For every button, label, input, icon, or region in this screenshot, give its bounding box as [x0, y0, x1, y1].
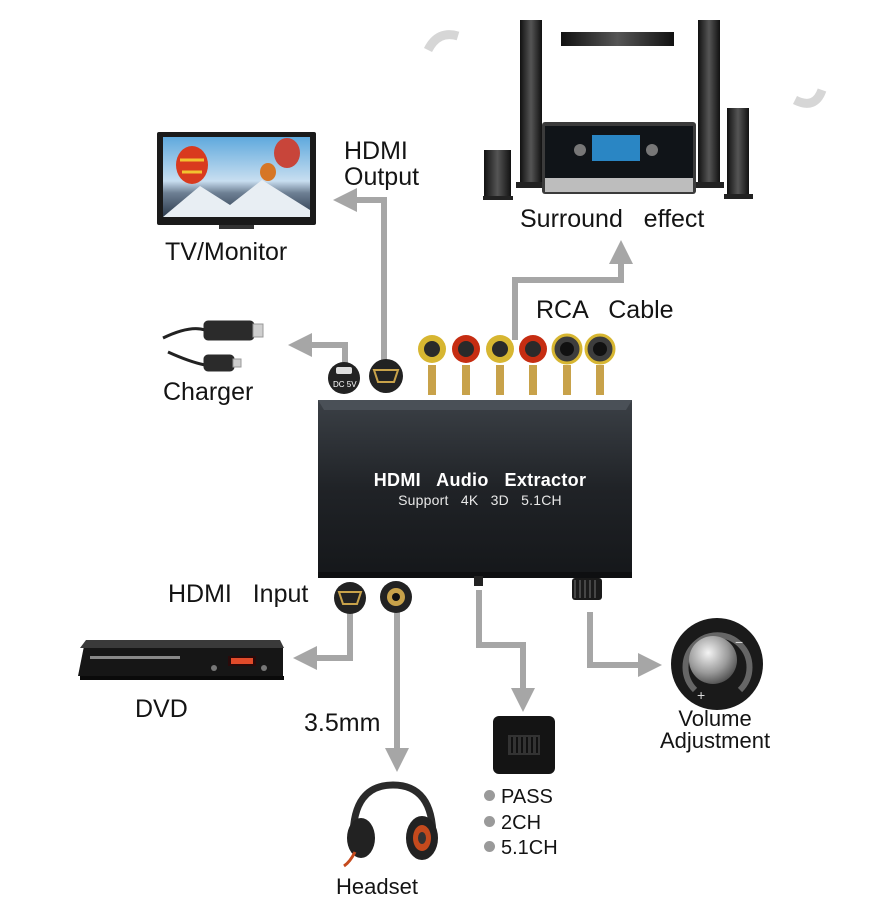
- arrow-surround: [512, 240, 633, 340]
- volume-knob-icon: [572, 578, 602, 600]
- switch-option-label: 2CH: [501, 812, 542, 834]
- rca-jack-red-1: [452, 335, 480, 395]
- arrow-charger: [288, 333, 348, 365]
- hdmi-output-port-icon: [369, 359, 403, 393]
- bullet-icon: [484, 841, 495, 852]
- hdmi-output-label: HDMI Output: [344, 137, 420, 192]
- svg-text:−: −: [735, 634, 743, 650]
- switch-option-pass: PASS: [484, 786, 553, 809]
- svg-text:+: +: [697, 687, 705, 703]
- mode-switch-image: [493, 716, 555, 774]
- bullet-icon: [484, 816, 495, 827]
- rca-jacks: [418, 333, 616, 395]
- arrow-dvd: [293, 608, 353, 670]
- switch-option-2ch: 2CH: [484, 812, 541, 835]
- tv-monitor-label: TV/Monitor: [165, 238, 288, 266]
- headset-label: Headset: [336, 874, 418, 899]
- arrow-switch: [476, 590, 535, 712]
- arrow-volume: [587, 612, 662, 677]
- switch-option-label: 5.1CH: [501, 837, 558, 859]
- charger-cable-image: [162, 320, 264, 372]
- tv-monitor-image: [157, 132, 316, 229]
- charger-label: Charger: [163, 378, 254, 406]
- surround-speakers-image: [423, 20, 827, 200]
- switch-option-label: PASS: [501, 786, 553, 808]
- audio-extractor-device: [318, 400, 632, 600]
- rca-cable-label: RCA Cable: [536, 296, 674, 324]
- device-title: HDMI Audio Extractor: [373, 470, 587, 490]
- rca-jack-red-2: [519, 335, 547, 395]
- dvd-label: DVD: [135, 695, 188, 723]
- headset-image: [343, 781, 438, 868]
- dc-port-icon: [328, 362, 360, 394]
- rca-jack-black-1: [551, 333, 583, 395]
- bullet-icon: [484, 790, 495, 801]
- dvd-player-image: [78, 640, 284, 680]
- connection-arrows: [288, 188, 662, 772]
- arrow-hdmi-output: [333, 188, 387, 362]
- rca-jack-yellow-1: [418, 335, 446, 395]
- volume-dial-image: + −: [671, 618, 763, 710]
- surround-effect-label: Surround effect: [520, 205, 705, 233]
- rca-jack-yellow-2: [486, 335, 514, 395]
- device-subtitle: Support 4K 3D 5.1CH: [398, 492, 562, 508]
- audio-jack-port-icon: [380, 581, 412, 613]
- volume-adjustment-label: Volume Adjustment: [660, 706, 771, 753]
- hdmi-input-label: HDMI Input: [168, 580, 309, 608]
- jack-label: 3.5mm: [304, 709, 381, 737]
- rca-jack-black-2: [584, 333, 616, 395]
- switch-option-51ch: 5.1CH: [484, 837, 558, 860]
- hdmi-input-port-icon: [334, 582, 366, 614]
- dc-port-label: DC 5V: [333, 380, 357, 389]
